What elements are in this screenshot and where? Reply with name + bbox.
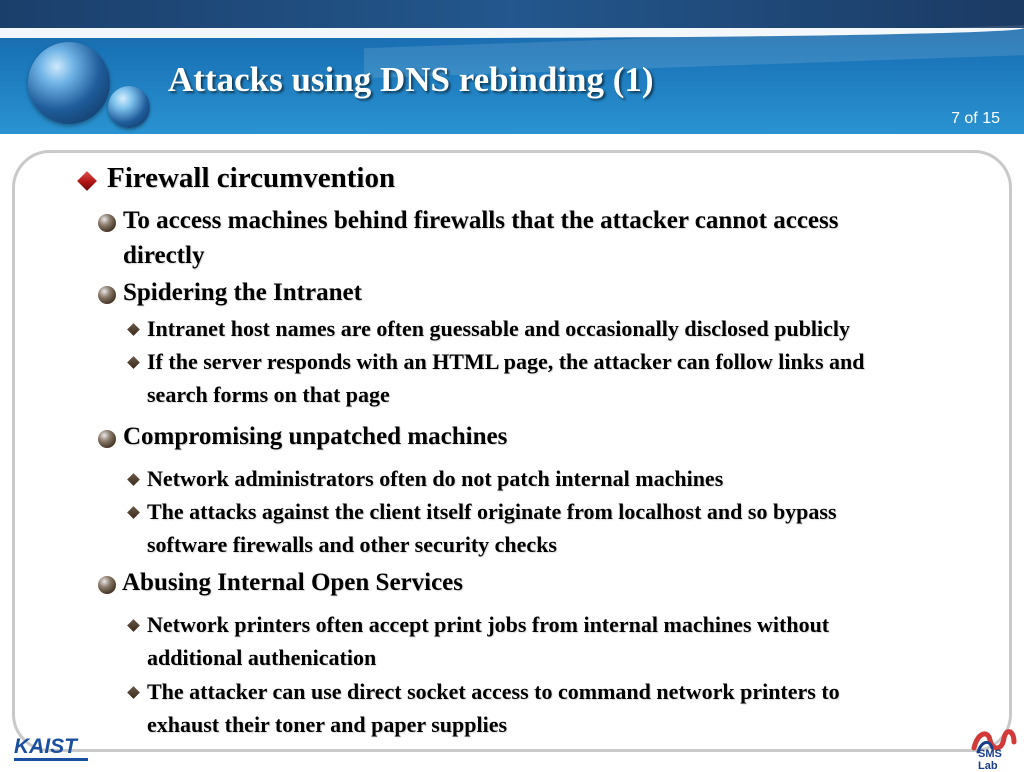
content-box (12, 150, 1012, 752)
list-item: Spidering the Intranet (123, 279, 362, 306)
sub-list-item: Intranet host names are often guessable … (147, 316, 851, 341)
sms-lab-logo-icon (971, 729, 1017, 754)
ball-bullet-icon (98, 430, 116, 448)
list-item: To access machines behind firewalls that… (123, 207, 839, 234)
heading-firewall-circumvention: Firewall circumvention (107, 162, 396, 194)
sub-list-item-continuation: search forms on that page (147, 382, 390, 407)
sms-lab-logo-text: SMS Lab (978, 748, 1002, 772)
list-item: Abusing Internal Open Services (122, 569, 464, 596)
sub-list-item: The attacker can use direct socket acces… (147, 679, 840, 704)
globe-large-icon (28, 42, 110, 124)
sub-list-item: Network administrators often do not patc… (147, 466, 724, 491)
ball-bullet-icon (98, 576, 116, 594)
kaist-logo: KAIST (14, 735, 77, 758)
kaist-logo-underline (14, 758, 88, 761)
list-item: Compromising unpatched machines (123, 423, 508, 450)
sub-list-item-continuation: additional authenication (147, 645, 377, 670)
header-swoosh (0, 28, 1024, 38)
ball-bullet-icon (98, 286, 116, 304)
sub-list-item: Network printers often accept print jobs… (147, 612, 830, 637)
globe-small-icon (108, 86, 150, 128)
slide-title: Attacks using DNS rebinding (1) (168, 60, 654, 99)
sub-list-item-continuation: exhaust their toner and paper supplies (147, 712, 508, 737)
sub-list-item: The attacks against the client itself or… (147, 499, 837, 524)
header-top-bar (0, 0, 1024, 28)
sub-list-item: If the server responds with an HTML page… (147, 349, 865, 374)
slide-header: Attacks using DNS rebinding (1) 7 of 15 (0, 0, 1024, 134)
sub-list-item-continuation: software firewalls and other security ch… (147, 532, 557, 557)
list-item-continuation: directly (123, 242, 205, 269)
page-number: 7 of 15 (951, 110, 1000, 127)
ball-bullet-icon (98, 214, 116, 232)
